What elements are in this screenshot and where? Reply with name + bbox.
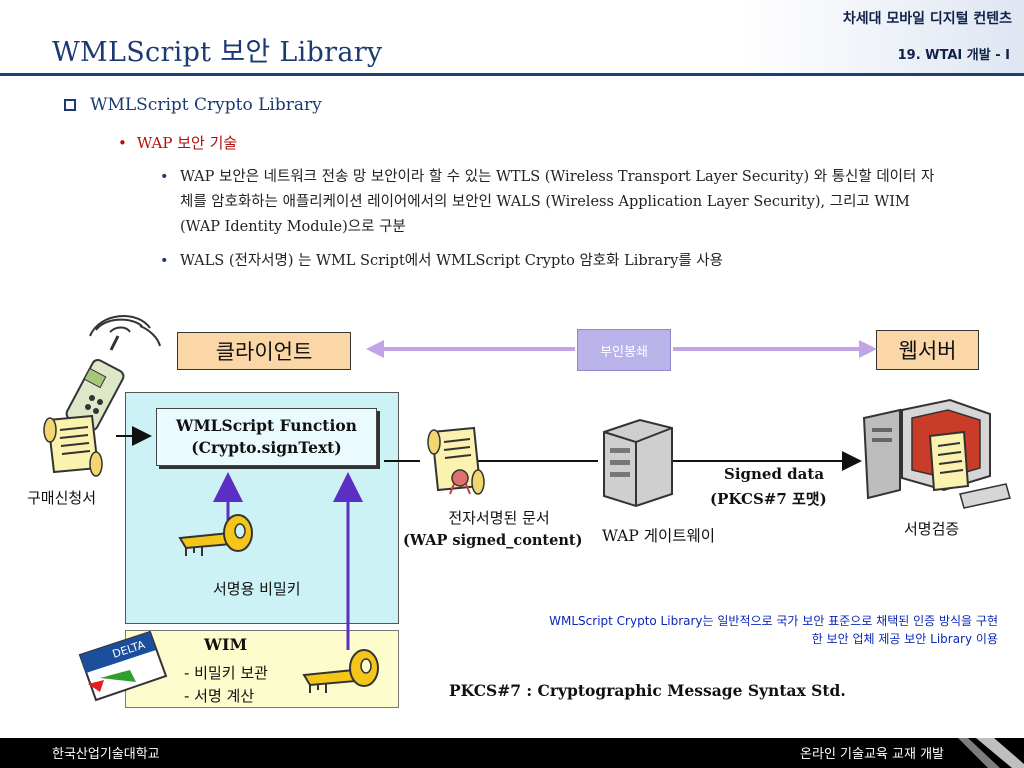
function-name: WMLScript Function	[176, 416, 357, 435]
smart-card-icon	[78, 630, 168, 702]
footer-course: 온라인 기술교육 교재 개발	[800, 747, 944, 762]
private-key-label: 서명용 비밀키	[213, 580, 301, 598]
signed-data-format: (PKCS#7 포맷)	[710, 490, 827, 508]
gateway-label: WAP 게이트웨이	[602, 527, 716, 545]
bullet-level3-item: • WALS (전자서명) 는 WML Script에서 WMLScript C…	[160, 249, 940, 274]
slide-header: WMLScript 보안 Library 차세대 모바일 디지털 컨텐츠 19.…	[0, 0, 1024, 78]
wim-item-key-storage: - 비밀키 보관	[184, 664, 268, 682]
slide-title: WMLScript 보안 Library	[52, 37, 383, 68]
slide-footer: 한국산업기술대학교 온라인 기술교육 교재 개발	[0, 738, 1024, 768]
bullet-level2: • WAP 보안 기술	[118, 132, 237, 153]
mobile-phone-icon	[65, 315, 161, 432]
course-title: 차세대 모바일 디지털 컨텐츠	[842, 11, 1012, 27]
chapter-title: 19. WTAI 개발 - I	[897, 48, 1010, 63]
footer-decoration-icon	[958, 738, 1024, 768]
square-bullet-icon	[64, 99, 76, 111]
signed-document-label: 전자서명된 문서	[448, 509, 550, 527]
function-call: (Crypto.signText)	[191, 438, 342, 457]
bullet-level3-text: WAP 보안은 네트워크 전송 망 보안이라 할 수 있는 WTLS (Wire…	[180, 169, 935, 235]
private-key-icon	[178, 514, 253, 556]
header-background	[0, 0, 1024, 74]
library-note: WMLScript Crypto Library는 일반적으로 국가 보안 표준…	[549, 614, 998, 646]
wmlscript-function-box: WMLScript Function (Crypto.signText)	[156, 408, 377, 466]
web-server-icon	[862, 398, 1011, 509]
footer-university: 한국산업기술대학교	[52, 747, 160, 762]
non-repudiation-label: 부인봉쇄	[577, 329, 671, 371]
wim-item-signing: - 서명 계산	[184, 687, 255, 705]
client-label: 클라이언트	[177, 332, 351, 370]
bullet-level1-text: WMLScript Crypto Library	[90, 95, 322, 115]
non-repudiation-arrow	[366, 340, 877, 358]
purchase-document-icon	[43, 414, 103, 477]
pkcs-note: PKCS#7 : Cryptographic Message Syntax St…	[449, 681, 846, 700]
bullet-level2-text: WAP 보안 기술	[136, 134, 238, 152]
header-divider	[0, 73, 1024, 76]
web-server-label: 웹서버	[876, 330, 979, 370]
bullet-level3-item: • WAP 보안은 네트워크 전송 망 보안이라 할 수 있는 WTLS (Wi…	[160, 165, 940, 240]
signature-verify-label: 서명검증	[904, 520, 960, 538]
signed-data-label: Signed data	[724, 465, 825, 483]
gateway-server-icon	[603, 418, 673, 508]
bullet-level3-text: WALS (전자서명) 는 WML Script에서 WMLScript Cry…	[180, 253, 723, 269]
dot-bullet-icon: •	[118, 134, 127, 152]
signed-document-icon	[427, 426, 485, 495]
wim-title: WIM	[204, 635, 248, 654]
signed-content-label: (WAP signed_content)	[403, 532, 583, 549]
dot-bullet-icon: •	[160, 253, 169, 269]
bullet-level1: WMLScript Crypto Library	[64, 95, 322, 115]
purchase-label: 구매신청서	[27, 489, 97, 507]
dot-bullet-icon: •	[160, 169, 169, 185]
wim-key-icon	[302, 649, 379, 693]
